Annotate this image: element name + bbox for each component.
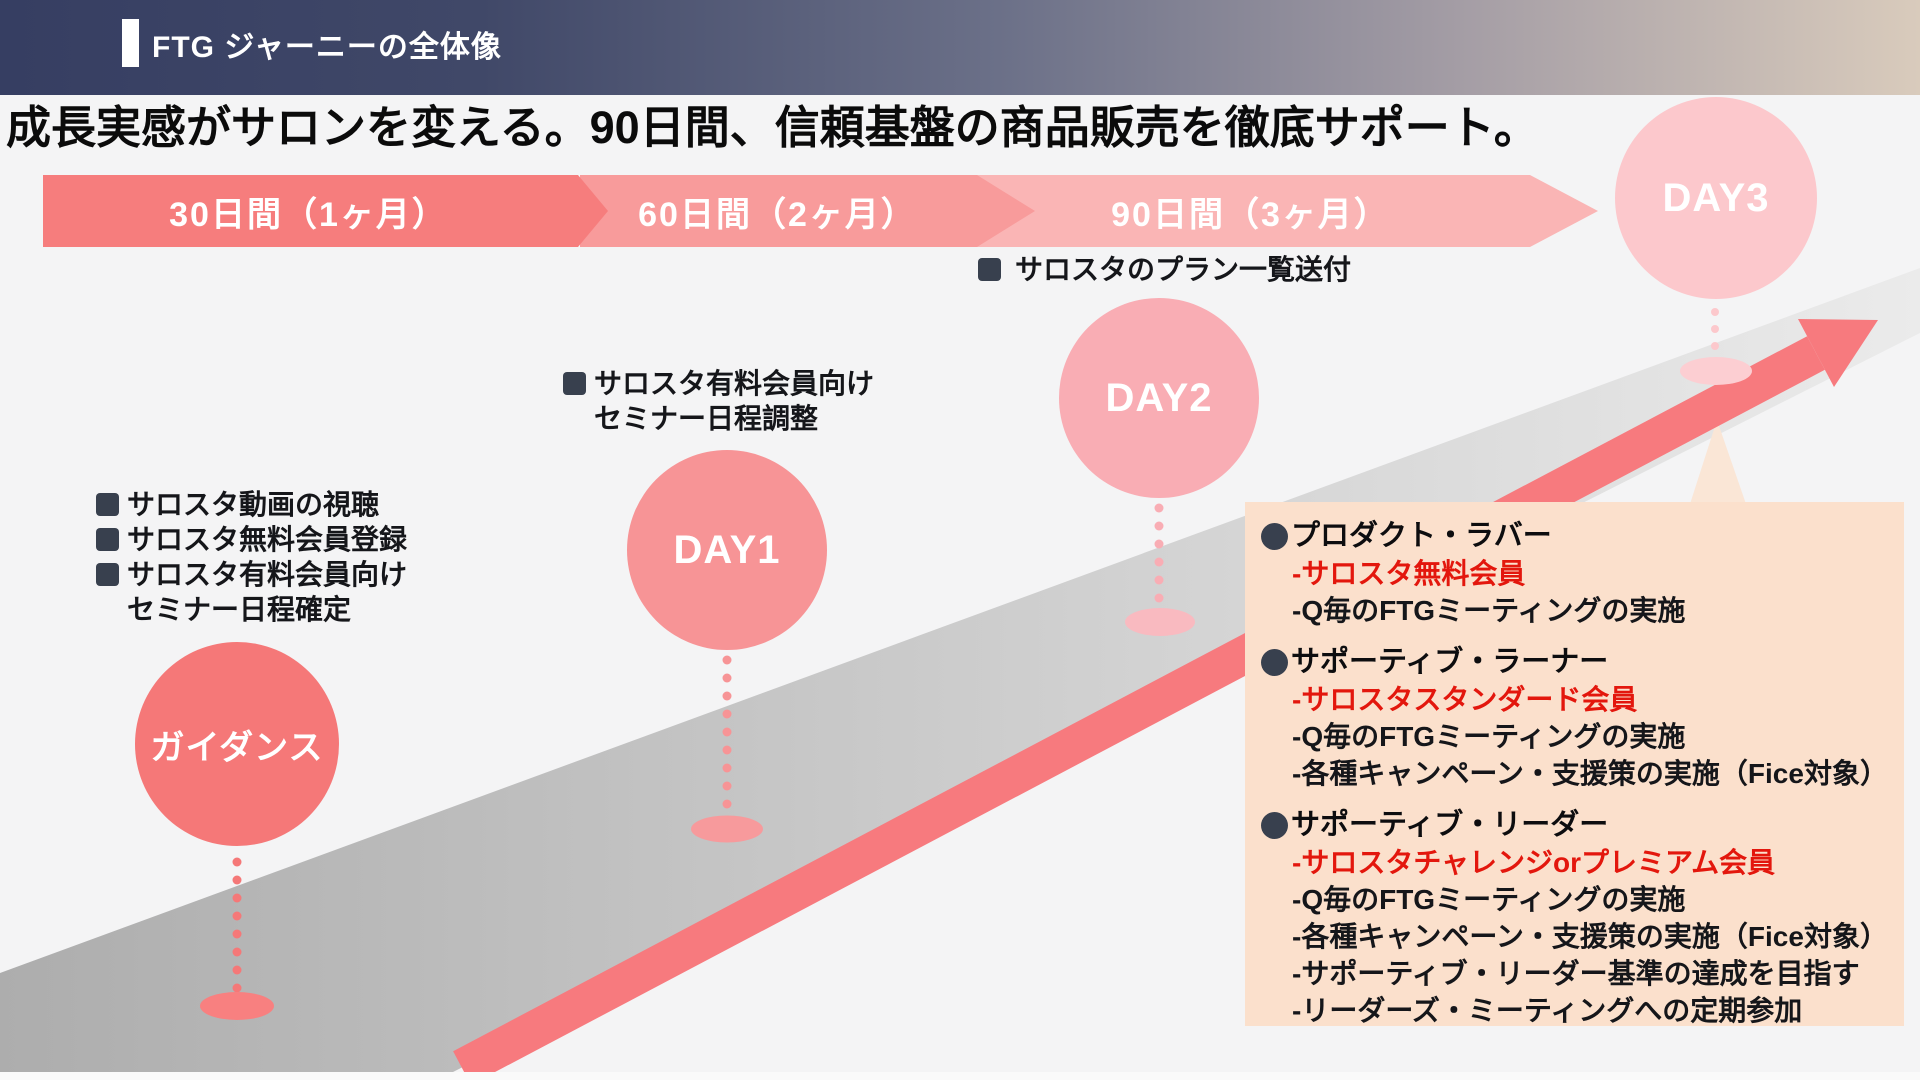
note-line: サロスタ無料会員登録	[96, 522, 407, 557]
note-line: サロスタ有料会員向け	[563, 366, 874, 401]
note-text: セミナー日程調整	[594, 403, 819, 434]
callout-item: -リーダーズ・ミーティングへの定期参加	[1292, 995, 1803, 1026]
callout-box: プロダクト・ラバー-サロスタ無料会員-Q毎のFTGミーティングの実施サポーティブ…	[1245, 502, 1904, 1026]
note-line: サロスタのプラン一覧送付	[978, 252, 1351, 287]
banner-segment-1: 30日間（1ヶ月）	[43, 175, 608, 247]
note-line: サロスタ動画の視聴	[96, 487, 407, 522]
milestone-label: DAY1	[673, 527, 781, 572]
dotted-tail-guidance	[200, 857, 274, 1020]
note-text: サロスタ動画の視聴	[127, 489, 380, 520]
slide-bottom-margin	[0, 1072, 1920, 1080]
road-shape	[0, 268, 1920, 1072]
callout-item: -Q毎のFTGミーティングの実施	[1292, 595, 1686, 626]
note-text: サロスタ有料会員向け	[127, 559, 408, 590]
note-text: サロスタ有料会員向け	[594, 368, 875, 399]
header-bar: FTG ジャーニーの全体像	[0, 0, 1920, 95]
milestone-circle-3: DAY2	[1059, 298, 1259, 498]
callout-item: -サロスタチャレンジorプレミアム会員	[1292, 847, 1776, 878]
milestone-circle-1: ガイダンス	[135, 642, 339, 846]
square-bullet-icon	[96, 563, 119, 586]
callout-section-title: サポーティブ・ラーナー	[1261, 644, 1894, 681]
callout-item: -Q毎のFTGミーティングの実施	[1292, 884, 1686, 915]
milestone-label: DAY2	[1105, 375, 1213, 420]
square-bullet-icon	[96, 528, 119, 551]
bullet-circle-icon	[1261, 812, 1288, 839]
bullet-circle-icon	[1261, 649, 1288, 676]
banner-segment-2: 60日間（2ヶ月）	[580, 175, 1035, 247]
callout-section-2: サポーティブ・ラーナー -サロスタスタンダード会員 -Q毎のFTGミーティングの実施…	[1261, 644, 1894, 792]
banner-segment-label: 90日間（3ヶ月）	[1111, 195, 1390, 234]
headline: 成長実感がサロンを変える。90日間、信頼基盤の商品販売を徹底サポート。	[6, 102, 1539, 153]
milestone-label: ガイダンス	[150, 728, 324, 767]
journey-arrow-icon	[453, 319, 1878, 1080]
callout-section-1: プロダクト・ラバー -サロスタ無料会員 -Q毎のFTGミーティングの実施	[1261, 518, 1894, 629]
callout-section-title: サポーティブ・リーダー	[1261, 807, 1894, 844]
milestone-label: DAY3	[1662, 175, 1770, 220]
callout-section-title-text: サポーティブ・リーダー	[1291, 809, 1609, 841]
callout-item: -サポーティブ・リーダー基準の達成を目指す	[1292, 958, 1860, 989]
callout-item: -各種キャンペーン・支援策の実施（Fice対象）	[1292, 921, 1888, 952]
note-line: セミナー日程調整	[563, 401, 874, 436]
callout-pointer-icon	[1690, 420, 1746, 504]
note-text: セミナー日程確定	[127, 594, 352, 625]
note-text: サロスタ無料会員登録	[127, 524, 408, 555]
callout-item: -サロスタスタンダード会員	[1292, 684, 1638, 715]
day2-note: サロスタのプラン一覧送付	[978, 252, 1351, 287]
header-accent-bar-icon	[122, 19, 139, 67]
dotted-tail-day3	[1680, 308, 1752, 385]
callout-item: -各種キャンペーン・支援策の実施（Fice対象）	[1292, 758, 1888, 789]
dotted-tail-day1	[691, 655, 763, 843]
banner-segment-label: 30日間（1ヶ月）	[169, 195, 448, 234]
callout-section-title-text: プロダクト・ラバー	[1291, 520, 1552, 552]
callout-section-3: サポーティブ・リーダー -サロスタチャレンジorプレミアム会員 -Q毎のFTGミーテ…	[1261, 807, 1894, 1029]
note-line: サロスタ有料会員向け	[96, 557, 407, 592]
banner-segment-label: 60日間（2ヶ月）	[638, 195, 917, 234]
note-text: サロスタのプラン一覧送付	[1015, 254, 1352, 285]
banner-segment-3: 90日間（3ヶ月）	[973, 175, 1598, 247]
milestone-circle-4: DAY3	[1615, 97, 1817, 299]
milestone-circle-2: DAY1	[627, 450, 827, 650]
callout-section-title-text: サポーティブ・ラーナー	[1291, 646, 1609, 678]
callout-item: -Q毎のFTGミーティングの実施	[1292, 721, 1686, 752]
timeline-banner: 30日間（1ヶ月） 60日間（2ヶ月） 90日間（3ヶ月）	[0, 175, 1920, 247]
square-bullet-icon	[96, 493, 119, 516]
bullet-circle-icon	[1261, 523, 1288, 550]
callout-item: -サロスタ無料会員	[1292, 558, 1526, 589]
note-line: セミナー日程確定	[96, 592, 407, 627]
callout-section-title: プロダクト・ラバー	[1261, 518, 1894, 555]
day1-note: サロスタ有料会員向けセミナー日程調整	[563, 366, 874, 436]
square-bullet-icon	[563, 372, 586, 395]
dotted-tail-day2	[1125, 503, 1195, 636]
guidance-note: サロスタ動画の視聴サロスタ無料会員登録サロスタ有料会員向けセミナー日程確定	[96, 487, 407, 627]
square-bullet-icon	[978, 258, 1001, 281]
page-title: FTG ジャーニーの全体像	[152, 31, 502, 64]
